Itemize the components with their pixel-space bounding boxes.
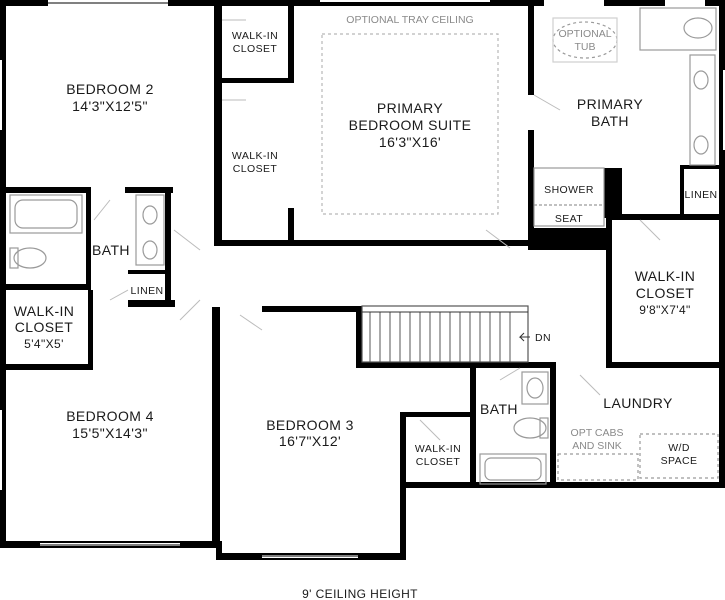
optional-tub-line1: OPTIONAL [558,28,611,40]
laundry-name: LAUNDRY [603,395,673,411]
walkin-closet-right-line1: WALK-IN [635,268,696,284]
bedroom4-size: 15'5"X14'3" [72,425,148,441]
door-swings [93,19,661,441]
walkin-closet-right-line2: CLOSET [636,285,694,301]
opt-cabs-line1: OPT CABS [571,427,624,439]
room-labels: BEDROOM 2 14'3"X12'5" WALK-IN CLOSET WAL… [14,14,718,600]
wd-space-line2: SPACE [661,455,698,467]
primary-bath-line1: PRIMARY [577,96,644,112]
walkin-closet-top1-line2: CLOSET [233,43,278,55]
fixtures [9,7,719,485]
bath-b3-name: BATH [480,401,518,417]
ceiling-height-note: 9' CEILING HEIGHT [302,587,418,600]
seat-label: SEAT [555,213,583,225]
primary-suite-line1: PRIMARY [377,100,444,116]
walkin-closet-left-line2: CLOSET [15,319,73,335]
bath-left-name: BATH [92,242,130,258]
shower-outline [533,167,605,227]
stairs-direction-arrow [518,332,530,342]
wd-space-line1: W/D [668,442,690,454]
walkin-closet-right-size: 9'8"X7'4" [639,303,690,317]
walkin-closet-top2-line1: WALK-IN [232,150,278,162]
primary-suite-line2: BEDROOM SUITE [349,117,472,133]
walkin-closet-b3-line1: WALK-IN [415,443,461,455]
linen-primary-label: LINEN [685,189,718,201]
walkin-closet-top2-line2: CLOSET [233,163,278,175]
bedroom2-size: 14'3"X12'5" [72,98,148,114]
bedroom2-name: BEDROOM 2 [66,81,154,97]
bedroom4-name: BEDROOM 4 [66,408,154,424]
bedroom3-name: BEDROOM 3 [266,417,354,433]
walkin-closet-top1-line1: WALK-IN [232,30,278,42]
shower-label: SHOWER [544,184,594,196]
walkin-closet-left-line1: WALK-IN [14,303,75,319]
linen-left-label: LINEN [131,285,164,297]
tray-ceiling-label: OPTIONAL TRAY CEILING [346,14,473,26]
walkin-closet-b3-line2: CLOSET [416,456,461,468]
opt-cabs-line2: AND SINK [572,440,622,452]
optional-tub-line2: TUB [575,41,596,53]
stairs-dn-label: DN [535,332,551,344]
interior-walls [0,0,725,548]
stairs-outline [361,305,529,363]
stair-treads [362,311,528,362]
walkin-closet-left-size: 5'4"X5' [24,337,64,351]
primary-suite-size: 16'3"X16' [379,134,441,150]
tray-ceiling-outline [321,33,499,215]
exterior-walls [0,0,725,560]
primary-bath-line2: BATH [591,113,629,129]
bedroom3-size: 16'7"X12' [279,433,341,449]
